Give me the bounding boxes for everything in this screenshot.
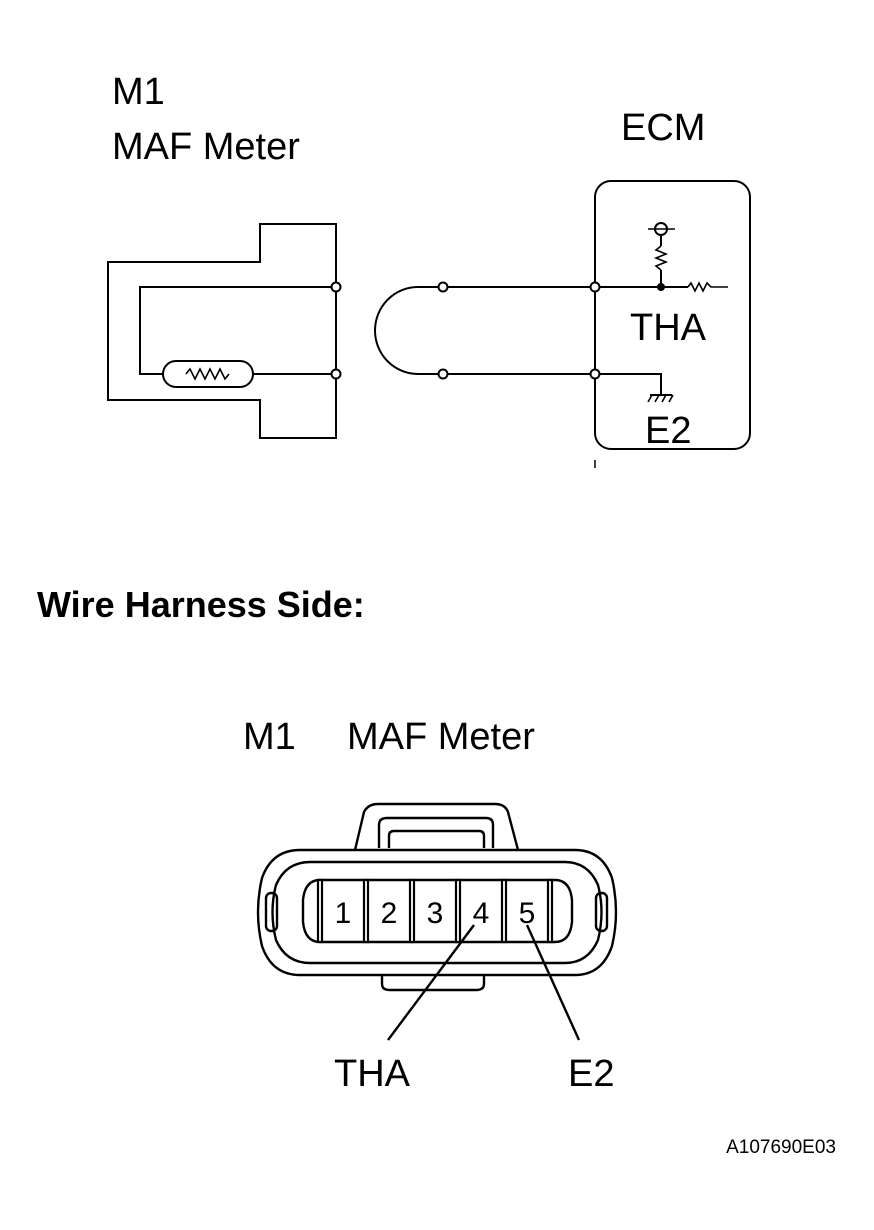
maf-internal-wiring [139, 286, 336, 375]
connector-rib-left [264, 891, 279, 933]
connector-bottom-key [380, 975, 486, 992]
pin-label-4: 4 [473, 897, 490, 930]
connector-loop [374, 286, 443, 375]
callout-leaders [387, 924, 581, 1041]
figure-id: A107690E03 [726, 1137, 836, 1158]
terminal-cavity-frame [301, 878, 574, 944]
connector-lock-slot [387, 829, 486, 848]
leader-line-tha [387, 924, 475, 1041]
connector-face [256, 802, 618, 992]
ground-symbol-hatch [647, 394, 674, 403]
harness-wiring [374, 281, 595, 380]
pin-dividers [316, 878, 554, 944]
output-resistor [687, 281, 728, 293]
callout-label-tha: THA [334, 1053, 411, 1095]
connector-housing-inner [271, 860, 603, 965]
connector-lock-inner [377, 816, 495, 848]
pullup-resistor [653, 245, 669, 271]
ecm-terminal-label-tha: THA [630, 307, 707, 349]
leader-line-e2 [525, 924, 581, 1041]
intake-air-temp-sensor [162, 360, 254, 388]
ecm-terminal-e2 [589, 368, 601, 380]
connector-name-label: MAF Meter [347, 716, 535, 758]
pin-label-1: 1 [335, 897, 352, 930]
thermistor-zigzag [185, 367, 230, 381]
junction-dot [657, 283, 665, 291]
maf-terminal-upper [330, 281, 342, 293]
pin-label-3: 3 [427, 897, 444, 930]
callout-label-e2: E2 [568, 1053, 614, 1095]
maf-meter-housing [107, 223, 337, 439]
connector-rib-right [594, 891, 609, 933]
ecm-terminal-tha [589, 281, 601, 293]
pin-label-2: 2 [381, 897, 398, 930]
ecm-symbol [589, 180, 751, 468]
ecm-internal-wire-e2 [595, 373, 662, 395]
connector-lock-tab [353, 802, 520, 851]
connector-code-label: M1 [243, 716, 296, 758]
section-title: Wire Harness Side: [37, 584, 365, 625]
ecm-terminal-label-e2: E2 [645, 410, 691, 452]
maf-terminal-lower [330, 368, 342, 380]
pin-label-5: 5 [519, 897, 536, 930]
component-code-label: M1 [112, 71, 165, 113]
ecm-label: ECM [621, 107, 705, 149]
component-name-label: MAF Meter [112, 126, 300, 168]
harness-terminal-lower [437, 368, 449, 380]
ecm-box [594, 180, 751, 450]
maf-meter-symbol [107, 223, 342, 439]
harness-terminal-upper [437, 281, 449, 293]
connector-housing-outer [256, 848, 618, 977]
